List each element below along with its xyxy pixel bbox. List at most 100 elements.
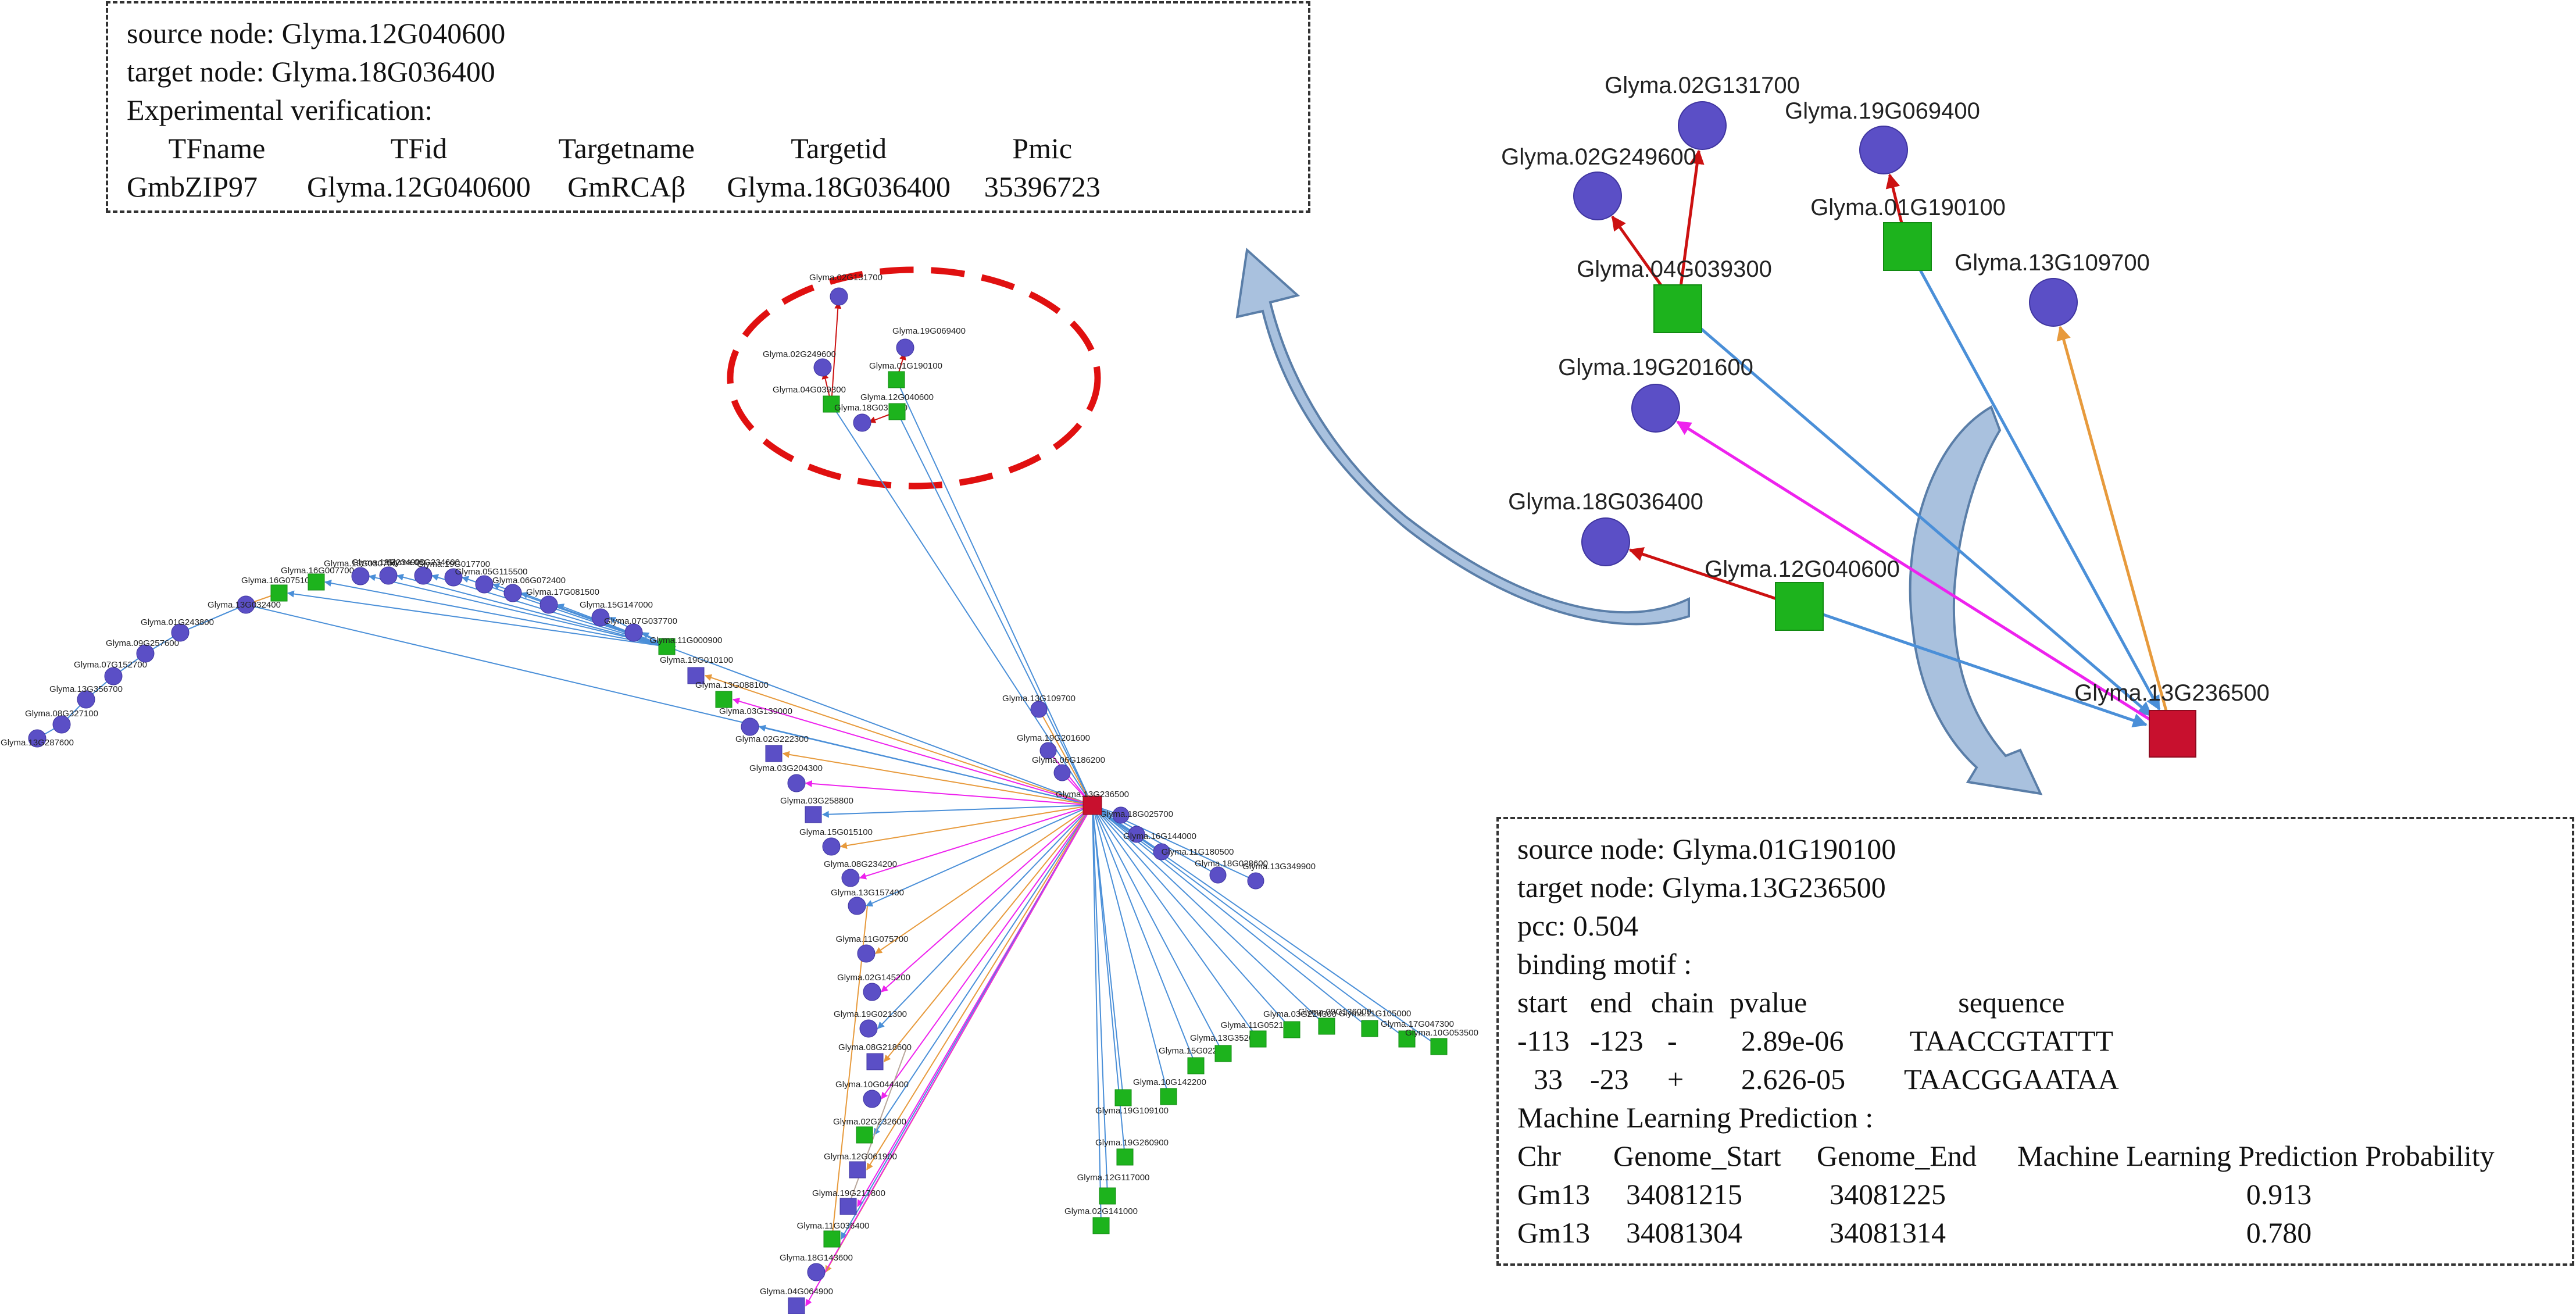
gene-node-icon <box>591 608 610 627</box>
node-13g352000[interactable]: Glyma.13G352000 <box>1190 1033 1263 1062</box>
node-11g000900[interactable]: Glyma.11G000900 <box>650 635 723 655</box>
tf-node-icon <box>1114 1089 1132 1106</box>
edge <box>1092 805 1108 1197</box>
node-19g234900[interactable]: Glyma.19G234900 <box>352 558 425 585</box>
node-04g039300[interactable]: Glyma.04G039300 <box>773 385 846 413</box>
node-01g243800[interactable]: Glyma.01G243800 <box>141 617 214 642</box>
node-13g088100[interactable]: Glyma.13G088100 <box>695 680 769 708</box>
gene-node-icon <box>863 983 881 1001</box>
node-10g053500[interactable]: Glyma.10G053500 <box>1405 1028 1478 1055</box>
node-12g061900[interactable]: Glyma.12G061900 <box>824 1152 897 1179</box>
node-19g017700[interactable]: Glyma.19G017700 <box>417 559 490 587</box>
node-04g039300[interactable]: Glyma.04G039300 <box>1577 256 1772 333</box>
node-15g022800[interactable]: Glyma.15G022800 <box>1159 1046 1232 1074</box>
node-10g044400[interactable]: Glyma.10G044400 <box>835 1080 909 1108</box>
node-13g157400[interactable]: Glyma.13G157400 <box>831 888 904 915</box>
gene-node-icon <box>1053 764 1071 781</box>
gene-node-icon <box>379 566 398 585</box>
node-02g131700[interactable]: Glyma.02G131700 <box>1605 73 1800 150</box>
gene-node-icon <box>77 690 95 709</box>
gene-node-icon <box>1153 843 1170 860</box>
node-11g180500[interactable]: Glyma.11G180500 <box>1153 843 1234 860</box>
node-label: Glyma.13G236500 <box>2074 680 2270 706</box>
node-13g030700[interactable]: Glyma.13G030700 <box>324 559 397 585</box>
node-13g356700[interactable]: Glyma.13G356700 <box>49 684 123 709</box>
node-16g007700[interactable]: Glyma.16G007700 <box>281 566 354 591</box>
node-05g115500[interactable]: Glyma.05G115500 <box>455 567 528 594</box>
node-label: Glyma.17G047300 <box>1381 1019 1454 1029</box>
node-02g249600[interactable]: Glyma.02G249600 <box>1501 144 1696 220</box>
node-08g218600[interactable]: Glyma.08G218600 <box>838 1042 912 1070</box>
node-13g236500[interactable]: Glyma.13G236500 <box>1056 790 1129 815</box>
node-02g131700[interactable]: Glyma.02G131700 <box>809 273 883 306</box>
node-17g047300[interactable]: Glyma.17G047300 <box>1381 1019 1454 1048</box>
node-11g105000[interactable]: Glyma.11G105000 <box>1339 1009 1412 1037</box>
node-12g040600[interactable]: Glyma.12G040600 <box>1705 556 1900 631</box>
node-03g258800[interactable]: Glyma.03G258800 <box>780 796 853 823</box>
gene-node-icon <box>896 338 914 357</box>
node-16g075100[interactable]: Glyma.16G075100 <box>241 576 315 602</box>
node-label: Glyma.19G069400 <box>892 326 966 336</box>
node-18g025700[interactable]: Glyma.18G025700 <box>1100 806 1173 824</box>
node-02g145200[interactable]: Glyma.02G145200 <box>837 973 910 1001</box>
gene-node-icon <box>1631 384 1680 433</box>
node-06g072400[interactable]: Glyma.06G072400 <box>492 576 566 602</box>
node-18g143600[interactable]: Glyma.18G143600 <box>780 1253 853 1281</box>
node-13g109700[interactable]: Glyma.13G109700 <box>1955 250 2150 327</box>
cell-probability: 0.780 <box>2246 1216 2312 1249</box>
node-19g260900[interactable]: Glyma.19G260900 <box>1095 1138 1169 1166</box>
gene-square-icon <box>866 1053 884 1070</box>
node-10g142200[interactable]: Glyma.10G142200 <box>1133 1077 1206 1105</box>
node-19g201600[interactable]: Glyma.19G201600 <box>1017 733 1090 759</box>
node-08g234200[interactable]: Glyma.08G234200 <box>824 859 897 887</box>
node-13g349900[interactable]: Glyma.13G349900 <box>1242 862 1316 890</box>
node-11g052100[interactable]: Glyma.11G052100 <box>1221 1020 1294 1048</box>
node-13g109700[interactable]: Glyma.13G109700 <box>1002 694 1076 718</box>
node-02g141000[interactable]: Glyma.02G141000 <box>1064 1206 1138 1234</box>
node-19g109100[interactable]: Glyma.19G109100 <box>1095 1089 1169 1116</box>
node-04g064900[interactable]: Glyma.04G064900 <box>760 1287 833 1314</box>
node-label: Glyma.01G190100 <box>1810 195 2006 220</box>
node-01g190100[interactable]: Glyma.01G190100 <box>1810 195 2006 271</box>
node-01g190100[interactable]: Glyma.01G190100 <box>869 361 942 388</box>
node-15g015100[interactable]: Glyma.15G015100 <box>799 827 873 856</box>
node-13g236500[interactable]: Glyma.13G236500 <box>2074 680 2270 758</box>
node-06g186200[interactable]: Glyma.06G186200 <box>1032 755 1105 781</box>
node-label: Glyma.13G032400 <box>208 600 281 610</box>
gene-node-icon <box>1247 872 1264 890</box>
node-19g021300[interactable]: Glyma.19G021300 <box>834 1009 907 1038</box>
node-17g081500[interactable]: Glyma.17G081500 <box>526 587 599 614</box>
gene-node-icon <box>52 715 71 734</box>
node-07g037700[interactable]: Glyma.07G037700 <box>604 616 677 642</box>
node-13g032400[interactable]: Glyma.13G032400 <box>208 595 281 614</box>
node-03g234600[interactable]: Glyma.03G234600 <box>387 558 460 585</box>
node-15g147000[interactable]: Glyma.15G147000 <box>580 600 653 627</box>
gene-node-icon <box>841 869 860 887</box>
node-19g069400[interactable]: Glyma.19G069400 <box>1785 98 1980 174</box>
node-19g010100[interactable]: Glyma.19G010100 <box>660 655 733 684</box>
node-02g222300[interactable]: Glyma.02G222300 <box>735 734 809 762</box>
node-02g249600[interactable]: Glyma.02G249600 <box>763 349 836 377</box>
node-08g327100[interactable]: Glyma.08G327100 <box>25 709 98 734</box>
node-07g152700[interactable]: Glyma.07G152700 <box>74 660 147 685</box>
node-19g201600[interactable]: Glyma.19G201600 <box>1558 355 1753 433</box>
node-19g069400[interactable]: Glyma.19G069400 <box>892 326 966 357</box>
node-18g028600[interactable]: Glyma.18G028600 <box>1195 859 1268 884</box>
node-12g117000[interactable]: Glyma.12G117000 <box>1077 1173 1150 1205</box>
node-03g204300[interactable]: Glyma.03G204300 <box>749 763 823 792</box>
node-13g287600[interactable]: Glyma.13G287600 <box>1 729 74 748</box>
node-11g036400[interactable]: Glyma.11G036400 <box>797 1221 870 1248</box>
node-02g232600[interactable]: Glyma.02G232600 <box>833 1117 906 1144</box>
node-18g036400[interactable]: Glyma.18G036400 <box>1508 489 1703 566</box>
node-label: Glyma.13G030700 <box>324 559 397 569</box>
node-03g139000[interactable]: Glyma.03G139000 <box>719 706 792 736</box>
node-11g075700[interactable]: Glyma.11G075700 <box>836 934 909 963</box>
node-03g224300[interactable]: Glyma.03G224300 <box>1263 1009 1337 1038</box>
node-09g257600[interactable]: Glyma.09G257600 <box>106 638 179 663</box>
cell-chain: + <box>1667 1063 1684 1095</box>
node-12g040600[interactable]: Glyma.12G040600 <box>860 392 934 420</box>
node-09g136000[interactable]: Glyma.09G136000 <box>1298 1007 1371 1035</box>
node-16g144000[interactable]: Glyma.16G144000 <box>1123 826 1196 843</box>
node-label: Glyma.03G258800 <box>780 796 853 806</box>
node-19g217800[interactable]: Glyma.19G217800 <box>812 1188 885 1215</box>
